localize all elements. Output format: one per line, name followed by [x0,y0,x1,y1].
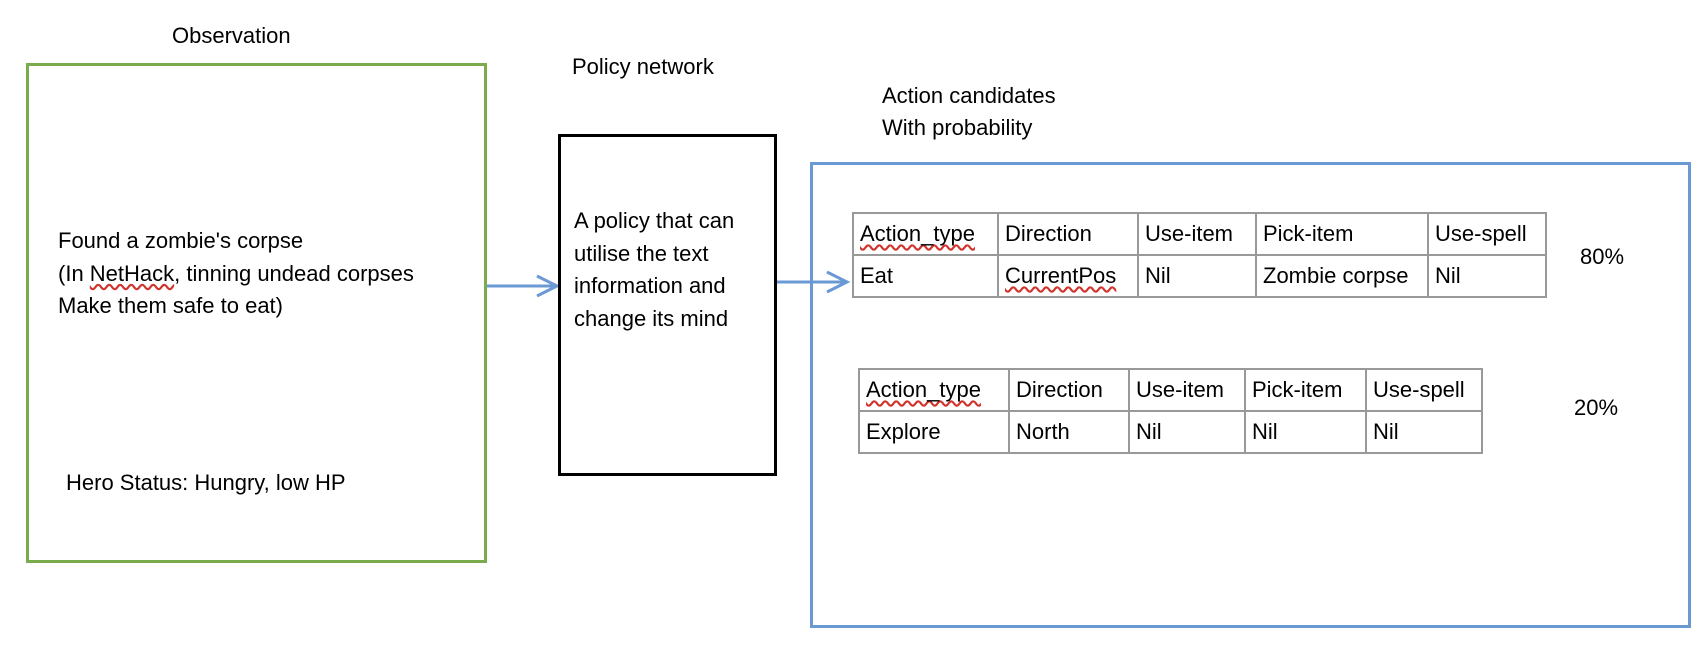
policy-line-3: information and [574,273,726,298]
observation-line-2-prefix: (In [58,260,90,286]
policy-text: A policy that can utilise the text infor… [574,205,734,335]
table-cell: CurrentPos [997,254,1139,298]
policy-box [558,134,777,476]
table-cell: Nil [1137,254,1257,298]
table-header-row: Action_type Direction Use-item Pick-item… [858,368,1483,412]
actions-box [810,162,1691,628]
table-cell: Nil [1128,410,1246,454]
observation-text: Found a zombie's corpse (In NetHack, tin… [58,225,414,323]
arrow-observation-to-policy [487,274,561,298]
header-cell: Use-item [1128,368,1246,412]
header-cell: Action_type [858,368,1010,412]
header-cell: Use-spell [1427,212,1547,256]
actions-title-line-2: With probability [882,115,1033,140]
policy-line-1: A policy that can [574,208,735,233]
header-cell: Pick-item [1255,212,1429,256]
policy-line-4: change its mind [574,305,729,331]
table-cell: Nil [1427,254,1547,298]
table-cell: Nil [1365,410,1483,454]
probability-candidate-1: 80% [1580,244,1625,269]
header-cell: Use-item [1137,212,1257,256]
table-cell: Explore [858,410,1010,454]
nethack-word: NetHack [89,260,175,286]
table-cell: North [1008,410,1130,454]
action-candidate-table-1: Action_type Direction Use-item Pick-item… [852,212,1547,298]
observation-line-3: Make them safe to eat) [58,293,283,318]
table-cell: Nil [1244,410,1367,454]
header-action-type: Action_type [866,377,981,402]
actions-title-line-1: Action candidates [882,83,1056,108]
hero-status: Hero Status: Hungry, low HP [66,470,346,495]
table-header-row: Action_type Direction Use-item Pick-item… [852,212,1547,256]
observation-line-1: Found a zombie's corpse [58,228,304,253]
observation-line-2-suffix: , tinning undead corpses [174,260,414,286]
header-cell: Action_type [852,212,999,256]
table-row: Explore North Nil Nil Nil [858,410,1483,454]
probability-candidate-2: 20% [1574,395,1619,420]
header-cell: Direction [997,212,1139,256]
table-cell: Zombie corpse [1255,254,1429,298]
header-action-type: Action_type [860,221,975,246]
header-cell: Direction [1008,368,1130,412]
table-row: Eat CurrentPos Nil Zombie corpse Nil [852,254,1547,298]
header-cell: Pick-item [1244,368,1367,412]
policy-line-2: utilise the text [574,240,709,266]
observation-box [26,63,487,563]
policy-title: Policy network [572,54,714,79]
observation-title: Observation [172,23,291,48]
action-candidate-table-2: Action_type Direction Use-item Pick-item… [858,368,1483,454]
value-currentpos: CurrentPos [1005,263,1117,288]
observation-line-2: (In NetHack, tinning undead corpses [58,258,414,291]
table-cell: Eat [852,254,999,298]
header-cell: Use-spell [1365,368,1483,412]
